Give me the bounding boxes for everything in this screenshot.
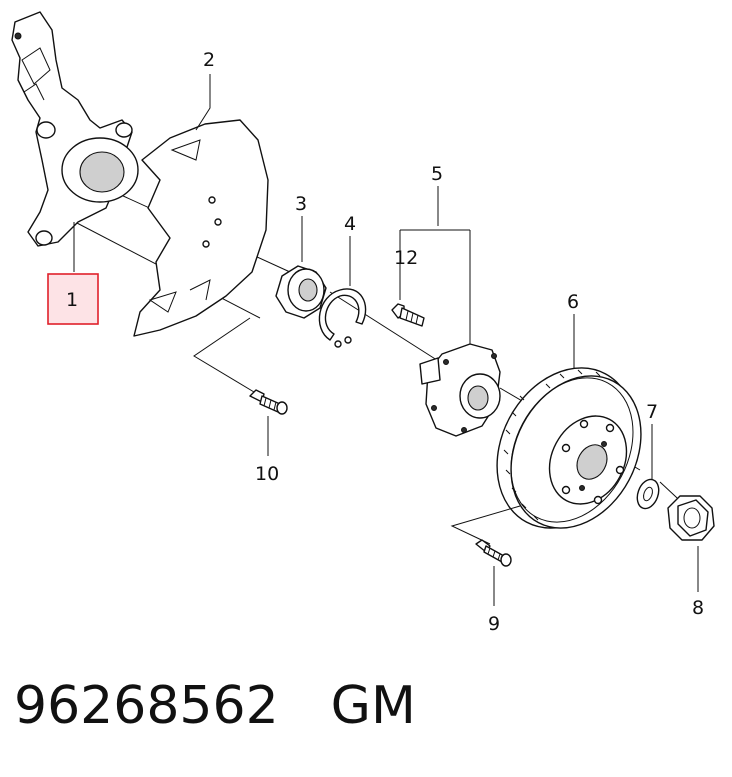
callout-1[interactable]: 1 — [66, 289, 78, 311]
washer-part[interactable] — [633, 476, 662, 511]
dust-shield-part[interactable] — [133, 119, 269, 337]
callout-3[interactable]: 3 — [295, 193, 307, 215]
callout-4[interactable]: 4 — [344, 213, 356, 235]
snap-ring-part[interactable] — [318, 288, 367, 348]
part-number-footer: 96268562 GM — [14, 676, 416, 756]
callout-6[interactable]: 6 — [567, 291, 579, 313]
part-number: 96268562 — [14, 676, 279, 736]
wheel-stud-part[interactable] — [391, 303, 425, 327]
callout-2[interactable]: 2 — [203, 49, 215, 71]
callout-7[interactable]: 7 — [646, 401, 658, 423]
exploded-parts-diagram: 1 2 3 4 5 6 7 8 9 10 12 — [11, 11, 715, 635]
callout-1-highlight-box — [47, 273, 99, 325]
callout-8[interactable]: 8 — [692, 597, 704, 619]
leader-lines — [73, 74, 699, 606]
wheel-bearing-part[interactable] — [275, 265, 327, 319]
shield-bolt-part[interactable] — [249, 389, 288, 415]
callout-12[interactable]: 12 — [394, 247, 418, 269]
disc-screw-part[interactable] — [475, 539, 512, 567]
wheel-hub-part[interactable] — [419, 343, 501, 437]
callout-10[interactable]: 10 — [255, 463, 279, 485]
brake-disc-part[interactable] — [470, 344, 666, 552]
callout-9[interactable]: 9 — [488, 613, 500, 635]
hub-nut-part[interactable] — [667, 495, 715, 541]
steering-knuckle-part[interactable] — [11, 11, 139, 247]
callout-5[interactable]: 5 — [431, 163, 443, 185]
brand-name: GM — [330, 676, 416, 736]
